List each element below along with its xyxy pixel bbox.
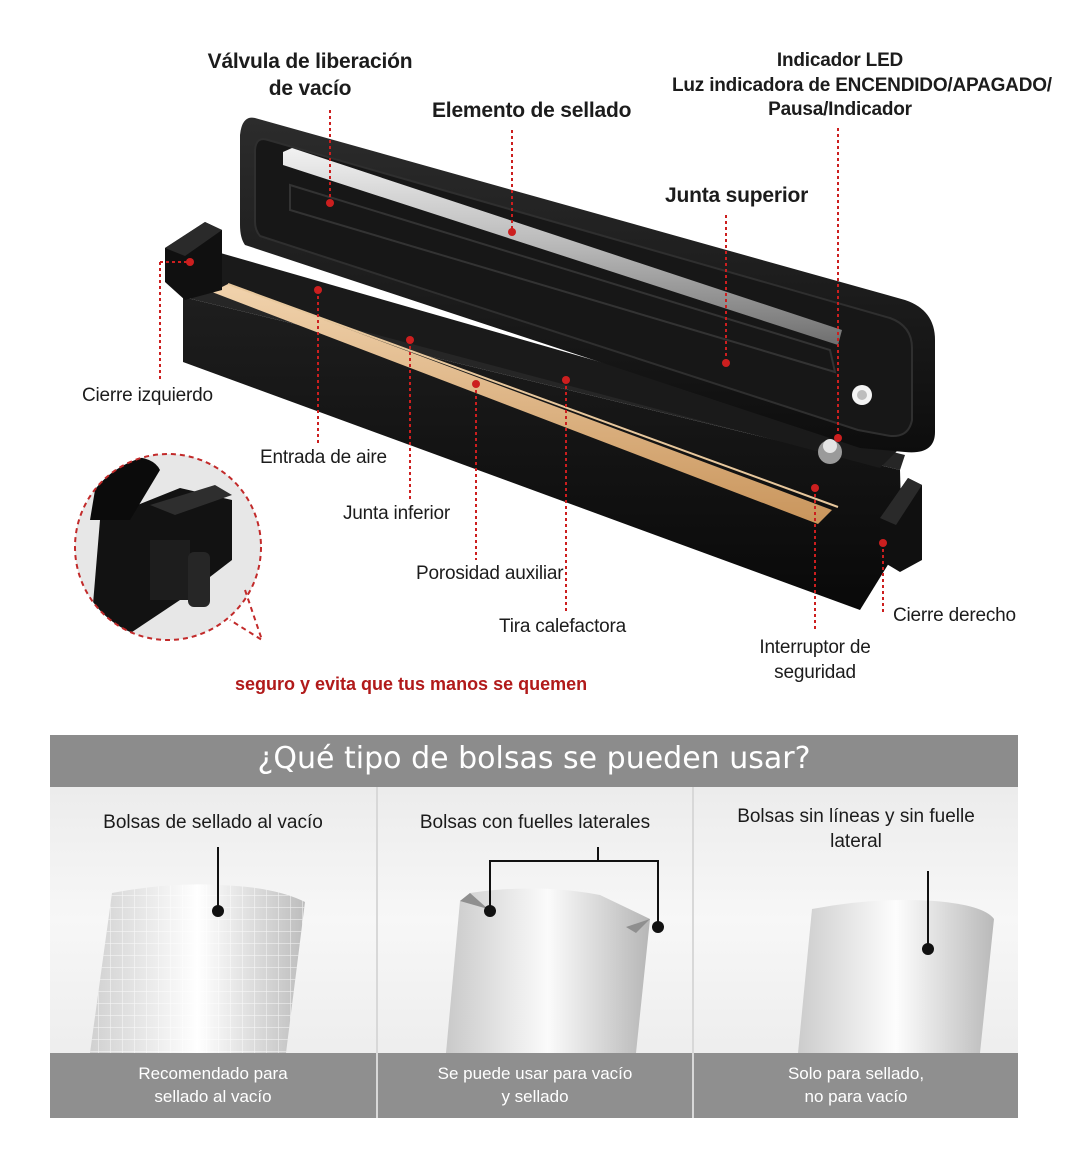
bag-panel-title-line1: Bolsas sin líneas y sin fuelle xyxy=(737,806,975,827)
bag-panel-title: Bolsas sin líneas y sin fuelle lateral xyxy=(694,805,1018,854)
bag-panel-caption-line2: no para vacío xyxy=(804,1087,908,1107)
label-entrada-aire: Entrada de aire xyxy=(260,447,387,468)
panel-divider xyxy=(376,787,378,1118)
label-indicador-line1: Indicador LED xyxy=(776,50,904,71)
bag-illustration xyxy=(90,847,305,1053)
bag-illustration xyxy=(446,847,664,1053)
panel-divider xyxy=(692,787,694,1118)
bag-panel-gusseted: Bolsas con fuelles laterales Se puede us… xyxy=(378,787,692,1118)
label-cierre-izquierdo: Cierre izquierdo xyxy=(82,385,213,406)
bag-panel-title: Bolsas con fuelles laterales xyxy=(378,811,692,836)
label-indicador: Indicador LED Luz indicadora de ENCENDID… xyxy=(672,49,1052,123)
bag-illustration xyxy=(798,871,994,1053)
device-lid xyxy=(240,117,935,464)
bag-panel-caption-line1: Solo para sellado, xyxy=(787,1064,925,1083)
bag-panel-caption: Recomendado para sellado al vacío xyxy=(50,1062,376,1109)
bag-panel-footer: Recomendado para sellado al vacío xyxy=(50,1053,376,1118)
bag-panel-plain: Bolsas sin líneas y sin fuelle lateral S… xyxy=(694,787,1018,1118)
bag-types-title: ¿Qué tipo de bolsas se pueden usar? xyxy=(257,741,811,776)
label-elemento-sellado: Elemento de sellado xyxy=(432,99,632,122)
label-interruptor-line1: Interruptor de xyxy=(759,637,871,658)
bag-panel-title: Bolsas de sellado al vacío xyxy=(50,811,376,836)
bag-panel-footer: Se puede usar para vacío y sellado xyxy=(378,1053,692,1118)
bag-panel-caption-line1: Se puede usar para vacío xyxy=(437,1064,633,1083)
leader-dots xyxy=(186,199,887,547)
bag-types-header: ¿Qué tipo de bolsas se pueden usar? xyxy=(50,735,1018,787)
device-base xyxy=(183,250,905,610)
label-junta-inferior: Junta inferior xyxy=(343,503,451,524)
bag-panel-title-line1: Bolsas con fuelles laterales xyxy=(419,812,651,833)
label-interruptor: Interruptor de seguridad xyxy=(715,636,915,685)
right-clip xyxy=(880,478,922,572)
bag-panel-caption: Se puede usar para vacío y sellado xyxy=(378,1062,692,1109)
bag-panel-title-line2: lateral xyxy=(830,830,882,852)
label-tira-calefactora: Tira calefactora xyxy=(499,616,627,637)
bag-panel-caption-line2: y sellado xyxy=(501,1087,569,1107)
label-indicador-line2: Luz indicadora de ENCENDIDO/APAGADO/ xyxy=(672,74,1052,96)
label-valvula: Válvula de liberación de vacío xyxy=(195,48,425,103)
bag-types-section: ¿Qué tipo de bolsas se pueden usar? Bols… xyxy=(50,735,1018,1118)
clip-closeup-illustration xyxy=(74,453,264,643)
vacuum-sealer-illustration xyxy=(74,110,935,643)
bag-panel-vacuum: Bolsas de sellado al vacío Recomendado p… xyxy=(50,787,376,1118)
label-porosidad-auxiliar: Porosidad auxiliar xyxy=(416,563,564,584)
label-cierre-derecho: Cierre derecho xyxy=(893,605,1016,626)
label-interruptor-line2: seguridad xyxy=(774,661,856,683)
bag-panel-caption-line2: sellado al vacío xyxy=(154,1087,272,1107)
leader-lines xyxy=(159,110,884,632)
label-valvula-line2: de vacío xyxy=(268,77,352,101)
label-indicador-line3: Pausa/Indicador xyxy=(768,99,912,121)
label-junta-superior: Junta superior xyxy=(665,184,809,207)
bag-panel-caption-line1: Recomendado para xyxy=(138,1064,288,1083)
bag-panel-caption: Solo para sellado, no para vacío xyxy=(694,1062,1018,1109)
bag-panel-footer: Solo para sellado, no para vacío xyxy=(694,1053,1018,1118)
bag-panel-title-line1: Bolsas de sellado al vacío xyxy=(103,812,323,833)
label-valvula-line1: Válvula de liberación xyxy=(207,50,413,73)
safety-note: seguro y evita que tus manos se quemen xyxy=(235,674,588,694)
